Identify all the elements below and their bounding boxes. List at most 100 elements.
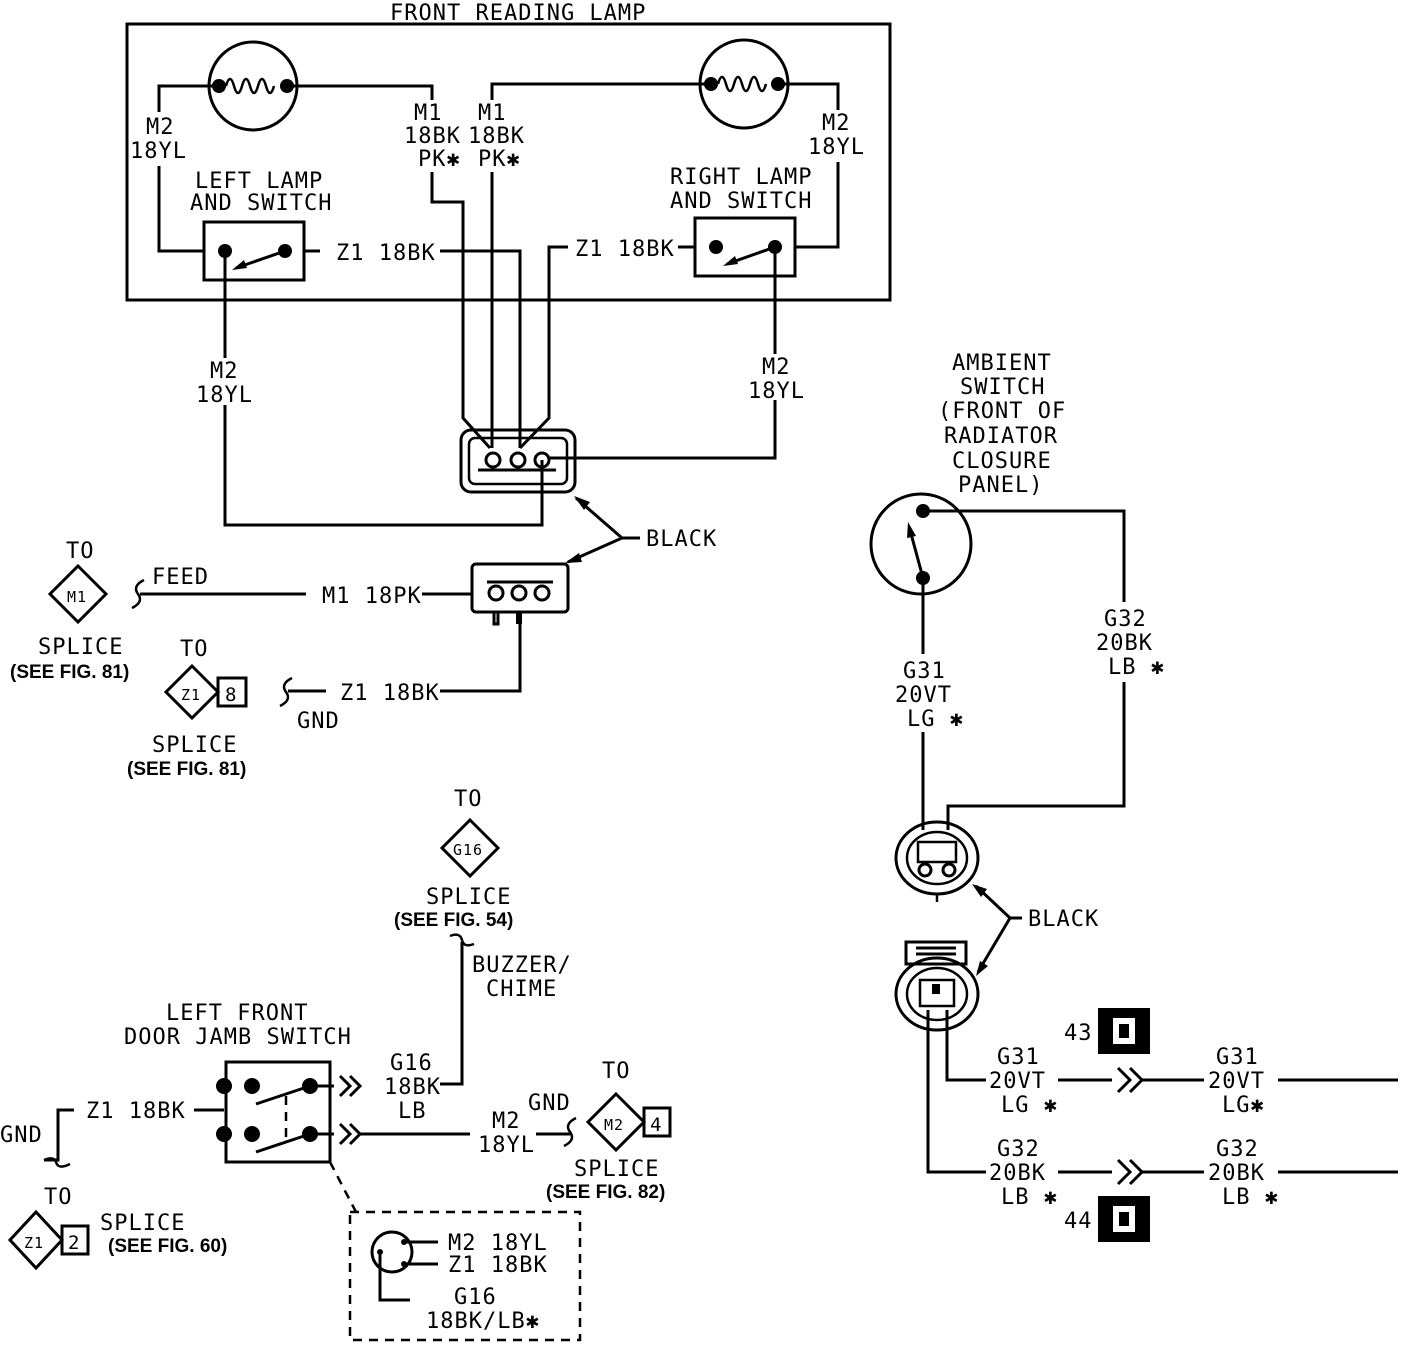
splice-g16-icon: G16 [439, 817, 501, 879]
lamp-connector-lower [470, 562, 570, 626]
wire-label: M2 18YL [448, 1231, 548, 1256]
left-lamp-label-1: LEFT LAMP [195, 169, 323, 194]
wire-label: M2 [762, 355, 791, 380]
ambient-label: CLOSURE [952, 449, 1052, 474]
svg-text:Z1: Z1 [24, 1234, 44, 1252]
wire-g16 [440, 942, 464, 1086]
wire-label: LB ✱ [1001, 1185, 1058, 1210]
splice-to: TO [602, 1059, 631, 1084]
wire-label: M2 [822, 111, 851, 136]
wire-label: M1 [414, 101, 443, 126]
wire-m2-left-top-lower [157, 166, 204, 253]
svg-text:4: 4 [650, 1114, 662, 1136]
wire-label: G32 [1216, 1137, 1259, 1162]
splice-to: TO [66, 539, 95, 564]
wire-label: M2 [210, 359, 239, 384]
break-mark [279, 676, 293, 708]
right-lamp-label-1: RIGHT LAMP [670, 165, 812, 190]
wire-label: G16 [390, 1051, 433, 1076]
splice-z1-2-icon: Z1 2 [7, 1209, 90, 1271]
wire-label: 18YL [130, 139, 187, 164]
splice-text: SPLICE [426, 885, 511, 910]
wire-label: 18BK/LB✱ [426, 1309, 540, 1334]
connector-44-icon [1098, 1196, 1150, 1242]
wire-m1-left-lower [430, 172, 492, 450]
wire-label: 18YL [196, 383, 253, 408]
wire-label: LB ✱ [1108, 655, 1165, 680]
left-lamp-switch [202, 220, 306, 282]
left-lamp-label-2: AND SWITCH [190, 191, 332, 216]
door-switch-label: LEFT FRONT [166, 1001, 308, 1026]
wire-label: LG✱ [1222, 1093, 1265, 1118]
wire-label: 18BK [404, 124, 461, 149]
wire-label: Z1 18BK [448, 1253, 548, 1278]
splice-ref: (SEE FIG. 54) [394, 910, 513, 931]
wire-label: 20VT [989, 1069, 1046, 1094]
wire-label: 18BK [468, 124, 525, 149]
gnd-label-1: GND [297, 709, 340, 734]
splice-m1-icon: M1 [47, 563, 109, 625]
feed-label: FEED [152, 565, 209, 590]
break-mark [563, 1116, 577, 1148]
splice-ref: (SEE FIG. 81) [127, 759, 246, 780]
splice-to: TO [44, 1185, 73, 1210]
black-label-right: BLACK [1028, 907, 1099, 932]
wire-label: PK✱ [478, 147, 521, 172]
connector-43-label: 43 [1064, 1021, 1093, 1046]
ambient-label: PANEL) [958, 473, 1043, 498]
splice-m2-4-icon: M2 4 [585, 1091, 672, 1153]
ambient-label: AMBIENT [952, 351, 1052, 376]
gnd-label-2: GND [528, 1091, 571, 1116]
wire-label: 20BK [989, 1161, 1046, 1186]
splice-text: SPLICE [100, 1211, 185, 1236]
wire-label: 18YL [748, 379, 805, 404]
buzzer-label: BUZZER/ [472, 953, 572, 978]
wire-m2-right-top [778, 82, 840, 110]
wire-label: M2 [492, 1109, 521, 1134]
connector-44-label: 44 [1064, 1209, 1093, 1234]
diagram-title: FRONT READING LAMP [390, 1, 646, 26]
wire-m1-left [287, 84, 434, 100]
right-lamp-label-2: AND SWITCH [670, 189, 812, 214]
wire-label: 18YL [478, 1133, 535, 1158]
wire-label: G32 [1104, 607, 1147, 632]
door-jamb-switch [216, 1060, 332, 1164]
wire-label: Z1 18BK [336, 241, 436, 266]
wire-label: LB [398, 1099, 427, 1124]
splice-text: SPLICE [38, 635, 123, 660]
ambient-label: (FRONT OF [938, 399, 1066, 424]
wire-label: 20VT [895, 683, 952, 708]
break-mark [449, 933, 475, 947]
wire-m2-right-top-lower [795, 162, 840, 249]
wire-label: M2 [146, 115, 175, 140]
right-lamp-switch [693, 216, 797, 278]
inset-connector-icon [370, 1230, 414, 1274]
ambient-connector-lower [894, 940, 980, 1032]
front-reading-lamp-enclosure [125, 22, 892, 302]
splice-to: TO [180, 637, 209, 662]
wire-z1-right-lower [518, 245, 568, 450]
wire-label: G31 [997, 1045, 1040, 1070]
wire-label: Z1 18BK [340, 681, 440, 706]
wire-g31-lower [945, 1010, 986, 1082]
wire-label: Z1 18BK [86, 1099, 186, 1124]
wire-label: LG ✱ [1001, 1093, 1058, 1118]
inset-leader [328, 1161, 358, 1213]
inset-box [348, 1210, 582, 1342]
gnd-label-3: GND [0, 1123, 43, 1148]
svg-text:M2: M2 [604, 1116, 624, 1134]
splice-text: SPLICE [574, 1157, 659, 1182]
lamp-connector-upper [459, 428, 577, 494]
buzzer-label: CHIME [486, 977, 557, 1002]
splice-z1-8-icon: Z1 8 [163, 663, 248, 721]
svg-text:G16: G16 [453, 841, 483, 859]
gnd-wire [44, 1108, 74, 1162]
splice-text: SPLICE [152, 733, 237, 758]
splice-ref: (SEE FIG. 60) [108, 1236, 227, 1257]
wire-label: 20VT [1208, 1069, 1265, 1094]
wire-label: 18BK [384, 1075, 441, 1100]
wire-m2-left-bottom-lower [223, 405, 544, 527]
wire-label: LG ✱ [907, 707, 964, 732]
ambient-connector-upper [894, 820, 980, 902]
